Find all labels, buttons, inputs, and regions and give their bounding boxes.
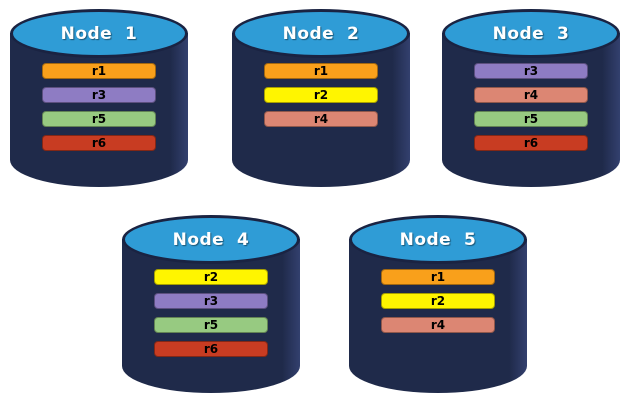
cylinder-top: Node 5 [349, 215, 527, 264]
replica-list: r1 r3 r5 r6 [42, 63, 156, 151]
node-title: Node 1 [60, 23, 138, 44]
cylinder-body [349, 239, 527, 393]
replica-bar: r6 [154, 341, 268, 357]
cylinder-top: Node 2 [232, 9, 410, 58]
replica-bar: r5 [42, 111, 156, 127]
node-title: Node 5 [399, 229, 477, 250]
node-title: Node 4 [172, 229, 250, 250]
replica-bar: r1 [381, 269, 495, 285]
cylinder-top: Node 1 [10, 9, 188, 58]
replica-list: r1 r2 r4 [381, 269, 495, 333]
cylinder-body [232, 33, 410, 187]
replica-list: r1 r2 r4 [264, 63, 378, 127]
replica-bar: r5 [154, 317, 268, 333]
database-node-5: r1 r2 r4 Node 5 [349, 215, 527, 393]
replica-bar: r1 [42, 63, 156, 79]
cylinder-body [122, 239, 300, 393]
database-node-1: r1 r3 r5 r6 Node 1 [10, 9, 188, 187]
database-node-3: r3 r4 r5 r6 Node 3 [442, 9, 620, 187]
replica-bar: r4 [264, 111, 378, 127]
replica-bar: r5 [474, 111, 588, 127]
node-title: Node 2 [282, 23, 360, 44]
replica-list: r3 r4 r5 r6 [474, 63, 588, 151]
replica-bar: r4 [474, 87, 588, 103]
database-node-2: r1 r2 r4 Node 2 [232, 9, 410, 187]
cylinder-top: Node 3 [442, 9, 620, 58]
cylinder-body [10, 33, 188, 187]
replica-bar: r2 [264, 87, 378, 103]
replica-list: r2 r3 r5 r6 [154, 269, 268, 357]
replica-bar: r1 [264, 63, 378, 79]
cylinder-top: Node 4 [122, 215, 300, 264]
replica-bar: r2 [381, 293, 495, 309]
database-node-4: r2 r3 r5 r6 Node 4 [122, 215, 300, 393]
node-title: Node 3 [492, 23, 570, 44]
replica-bar: r2 [154, 269, 268, 285]
replica-bar: r4 [381, 317, 495, 333]
replica-bar: r6 [474, 135, 588, 151]
replica-bar: r3 [474, 63, 588, 79]
replica-bar: r6 [42, 135, 156, 151]
replica-bar: r3 [154, 293, 268, 309]
cylinder-body [442, 33, 620, 187]
replica-bar: r3 [42, 87, 156, 103]
